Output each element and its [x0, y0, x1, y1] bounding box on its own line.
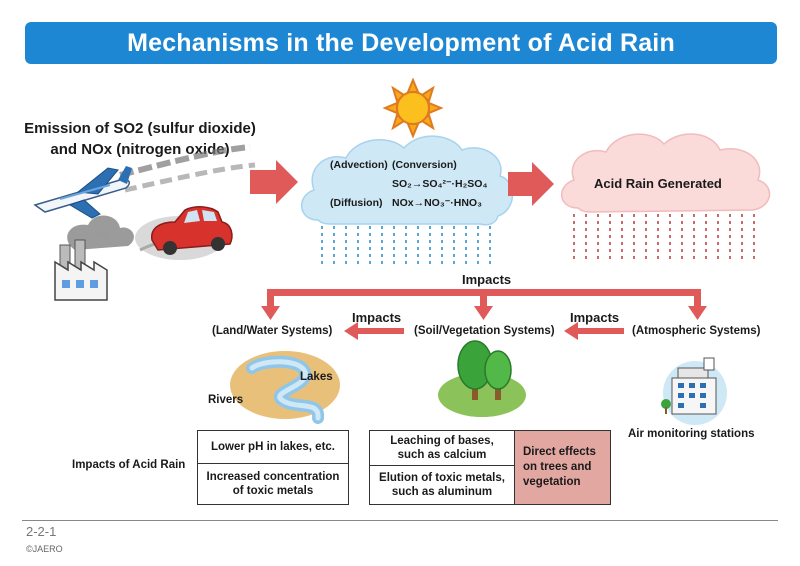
- impacts-left-label: Impacts: [352, 310, 402, 325]
- direct-effects-box: Direct effects on trees and vegetation: [514, 430, 611, 505]
- copyright: ©JAERO: [26, 544, 63, 554]
- trees-icon: [438, 340, 526, 417]
- arrow-cloud-to-acid: [508, 162, 554, 206]
- factory-icon: [54, 215, 134, 301]
- acid-cloud: [561, 133, 771, 213]
- soil-box-elution: Elution of toxic metals, such as aluminu…: [369, 465, 515, 505]
- land-water-systems-label: (Land/Water Systems): [212, 325, 333, 337]
- emission-line-2: and NOx (nitrogen oxide): [50, 141, 230, 158]
- lakes-label: Lakes: [300, 371, 333, 383]
- footer-divider: [22, 520, 778, 521]
- title-banner: Mechanisms in the Development of Acid Ra…: [25, 22, 777, 64]
- impacts-top-label: Impacts: [462, 272, 512, 287]
- conversion-label: (Conversion): [392, 159, 457, 171]
- page-title: Mechanisms in the Development of Acid Ra…: [127, 28, 675, 57]
- advection-label: (Advection): [330, 159, 388, 171]
- lakes-rivers-landscape: [230, 351, 340, 424]
- nox-conversion-formula: NOx→NO₃⁻·HNO₃: [392, 197, 482, 209]
- soil-box-leaching: Leaching of bases, such as calcium: [369, 430, 515, 466]
- blue-cloud: [301, 135, 514, 226]
- car-icon: [135, 206, 233, 260]
- emission-line-1: Emission of SO2 (sulfur dioxide): [24, 120, 256, 137]
- soil-box-leaching-text: Leaching of bases, such as calcium: [390, 435, 494, 461]
- air-monitoring-label: Air monitoring stations: [628, 428, 755, 440]
- arrow-emission-to-cloud: [250, 160, 298, 204]
- direct-effects-text: Direct effects on trees and vegetation: [523, 446, 596, 488]
- soil-vegetation-systems-label: (Soil/Vegetation Systems): [414, 325, 555, 337]
- acid-rain: [573, 214, 755, 262]
- sun-icon: [382, 77, 444, 139]
- rivers-label: Rivers: [208, 394, 244, 406]
- impact-arrows: [261, 289, 707, 340]
- atmospheric-systems-label: (Atmospheric Systems): [632, 325, 761, 337]
- land-box-lower-ph-text: Lower pH in lakes, etc.: [211, 441, 335, 453]
- impacts-right-label: Impacts: [570, 310, 620, 325]
- page-number: 2-2-1: [26, 524, 57, 539]
- airplane-icon: [33, 144, 256, 219]
- air-monitoring-station-icon: [661, 357, 727, 425]
- blue-rain: [321, 226, 491, 265]
- acid-rain-generated-label: Acid Rain Generated: [594, 176, 722, 191]
- emission-heading: Emission of SO2 (sulfur dioxide) and NOx…: [10, 118, 270, 160]
- land-box-toxic-metals-text: Increased concentration of toxic metals: [206, 471, 340, 497]
- impacts-of-acid-rain-label: Impacts of Acid Rain: [72, 459, 186, 471]
- land-box-toxic-metals: Increased concentration of toxic metals: [197, 463, 349, 505]
- so2-conversion-formula: SO₂→SO₄²⁻·H₂SO₄: [392, 178, 488, 190]
- land-box-lower-ph: Lower pH in lakes, etc.: [197, 430, 349, 464]
- diffusion-label: (Diffusion): [330, 197, 383, 209]
- soil-box-elution-text: Elution of toxic metals, such as aluminu…: [379, 472, 505, 498]
